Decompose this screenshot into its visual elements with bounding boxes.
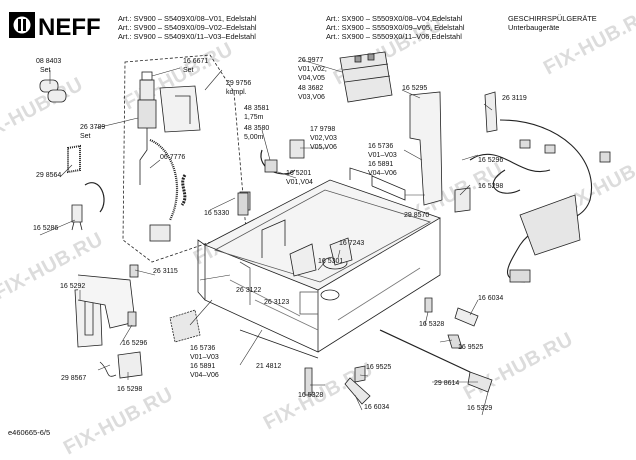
part-label: V05,V06 <box>310 144 337 151</box>
part-label: Set <box>183 67 194 74</box>
model-line: Art.: SV900 – S5409X0/09–V02–Edelstahl <box>118 23 257 32</box>
part-label: 16 5329 <box>467 405 493 412</box>
part-label: 16 5292 <box>60 283 86 290</box>
part-label: Set <box>80 133 91 140</box>
model-list-sv900: Art.: SV900 – S5409X0/08–V01, Edelstahl … <box>118 14 256 41</box>
part-label: 29 8564 <box>36 172 62 179</box>
part-label: 16 5201 <box>286 170 312 177</box>
part-label: 29 8614 <box>434 380 460 387</box>
float-switch-parts <box>169 309 201 343</box>
part-label: V01,V04 <box>286 179 313 186</box>
part-label: 26 9977 <box>298 57 324 64</box>
part-label: 48 3682 <box>298 85 324 92</box>
model-list-sx900: Art.: SX900 – S5509X0/08–V04,Edelstahl A… <box>326 14 464 41</box>
part-label: 48 3580 <box>244 125 270 132</box>
exploded-view-drawing <box>39 51 611 416</box>
part-label: 16 6034 <box>364 404 390 411</box>
part-label: 16 9525 <box>366 364 392 371</box>
control-module <box>339 51 393 103</box>
part-label: kompl. <box>226 89 247 96</box>
model-line: Art.: SX900 – S5509X0/09–V05, Edelstahl <box>326 23 465 32</box>
part-label: 48 3581 <box>244 105 270 112</box>
part-label: 08 8403 <box>36 58 62 65</box>
part-label: Set <box>40 67 51 74</box>
filter-parts <box>39 79 105 231</box>
model-line: Art.: SX900 – S5509X0/08–V04,Edelstahl <box>326 14 463 23</box>
part-label: V04–V06 <box>190 372 219 379</box>
part-label: 29 9756 <box>226 80 252 87</box>
part-label: 26 3119 <box>502 95 527 102</box>
neff-logo-mark: NEFF <box>9 12 101 41</box>
aquastop-valve <box>137 71 201 221</box>
part-label: 16 5298 <box>478 183 504 190</box>
category-title: GESCHIRRSPÜLGERÄTE Unterbaugeräte <box>508 14 597 32</box>
part-label: 16 9525 <box>458 344 484 351</box>
part-label: V03,V06 <box>298 94 325 101</box>
part-label: 16 5328 <box>298 392 324 399</box>
part-label: 16 5891 <box>190 363 216 370</box>
part-label: V04–V06 <box>368 170 397 177</box>
part-label: V02,V03 <box>310 135 337 142</box>
right-side-bracket <box>409 91 498 213</box>
model-line: Art.: SV900 – S5409X0/08–V01, Edelstahl <box>118 14 257 23</box>
model-line: Art.: SV900 – S5409X0/11–V03–Edelstahl <box>118 32 256 41</box>
part-label: 26 3789 <box>80 124 106 131</box>
part-label: 16 5301 <box>318 258 344 265</box>
part-label: 17 9798 <box>310 126 336 133</box>
part-label: 16 6034 <box>478 295 504 302</box>
part-label: 5,00m <box>244 134 264 141</box>
part-label: 16 5295 <box>402 85 428 92</box>
part-label: 26 3115 <box>153 268 178 275</box>
part-label: V01,V02, <box>298 66 327 73</box>
category-title-text: GESCHIRRSPÜLGERÄTE <box>508 14 597 23</box>
category-subtitle-text: Unterbaugeräte <box>508 23 560 32</box>
drawing-code: e460665-6/5 <box>8 428 51 437</box>
part-label: V04,V05 <box>298 75 325 82</box>
part-label: 16 5296 <box>478 157 504 164</box>
part-label: 16 5891 <box>368 161 394 168</box>
leader-lines <box>39 59 493 416</box>
neff-logo: NEFF <box>8 10 104 44</box>
part-label: 16 5296 <box>122 340 148 347</box>
part-label: 16 5736 <box>190 345 216 352</box>
part-label: 06 7776 <box>160 154 186 161</box>
part-label: 16 5330 <box>204 210 230 217</box>
part-label: 26 3122 <box>236 287 262 294</box>
part-label: 16 7243 <box>339 240 365 247</box>
part-label: 29 8570 <box>404 212 430 219</box>
part-label: V01–V03 <box>190 354 219 361</box>
wiring-harness <box>469 119 611 283</box>
part-label: V01–V03 <box>368 152 397 159</box>
misc-small-parts <box>237 192 353 359</box>
part-label: 21 4812 <box>256 363 282 370</box>
logo-text: NEFF <box>38 14 101 41</box>
part-label: 16 5286 <box>33 225 59 232</box>
lower-left-brackets <box>74 264 143 379</box>
screws-lower <box>304 297 493 405</box>
hose-coil <box>149 174 187 242</box>
part-label: 16 5736 <box>368 143 394 150</box>
part-label: 16 5328 <box>419 321 445 328</box>
part-label: 16 5298 <box>117 386 143 393</box>
part-label: 29 8567 <box>61 375 87 382</box>
part-label: 16 6671 <box>183 58 209 65</box>
part-label: 26 3123 <box>264 299 290 306</box>
part-label: 1,75m <box>244 114 264 121</box>
model-line: Art.: SX900 – S5509X0/11–V06,Edelstahl <box>326 32 462 41</box>
